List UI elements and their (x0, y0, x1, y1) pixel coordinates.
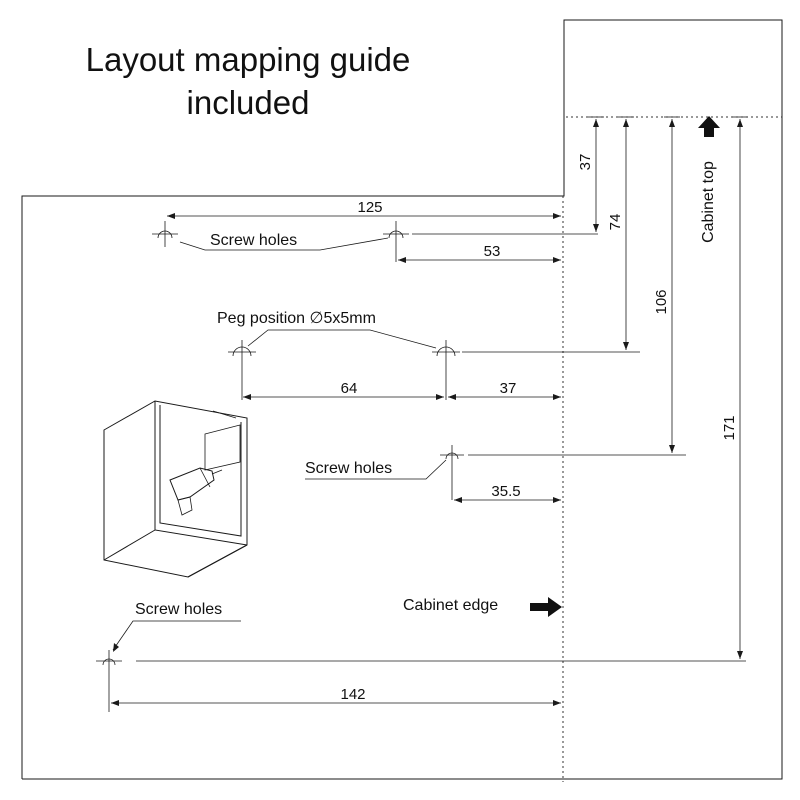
dimension-74: 74 (607, 119, 629, 350)
dimension-37-vertical-label: 37 (577, 154, 594, 171)
title-line-2: included (187, 84, 310, 121)
dimension-125: 125 (167, 199, 561, 219)
dimension-64-label: 64 (341, 380, 358, 397)
dimension-106: 106 (653, 119, 675, 453)
dimension-142-label: 142 (340, 686, 365, 703)
cabinet-top-label: Cabinet top (700, 161, 717, 243)
peg-hole-right (432, 340, 460, 400)
dimension-37-vertical: 37 (577, 119, 599, 232)
cabinet-edge-callout: Cabinet edge (403, 597, 562, 617)
template-sheet-outline (21, 19, 783, 780)
peg-position-callout: Peg position ∅5x5mm (217, 310, 437, 349)
dimension-53: 53 (398, 243, 561, 263)
screw-hole-middle (440, 445, 464, 500)
screw-hole-top-right (383, 221, 409, 262)
screw-hole-bottom (96, 650, 122, 712)
cabinet-drill-illustration (103, 400, 248, 578)
dimension-171-label: 171 (721, 415, 738, 440)
peg-hole-left (228, 340, 256, 400)
screw-holes-bottom-label: Screw holes (135, 601, 222, 618)
cabinet-edge-label: Cabinet edge (403, 597, 498, 614)
dimension-64: 64 (243, 380, 444, 400)
screw-holes-top-callout: Screw holes (179, 232, 389, 251)
title-line-1: Layout mapping guide (86, 41, 411, 78)
screw-hole-top-left (152, 221, 178, 247)
screw-holes-top-label: Screw holes (210, 232, 297, 249)
screw-holes-middle-label: Screw holes (305, 460, 392, 477)
screw-holes-middle-callout: Screw holes (305, 459, 447, 480)
dimension-125-label: 125 (357, 199, 382, 216)
arrow-right-icon (530, 597, 562, 617)
dimension-37-horizontal: 37 (448, 380, 561, 400)
cabinet-top-callout: Cabinet top (698, 116, 720, 243)
dimension-171: 171 (721, 119, 743, 659)
screw-holes-bottom-callout: Screw holes (112, 601, 241, 652)
dimension-142: 142 (111, 686, 561, 706)
arrow-up-icon (698, 116, 720, 137)
dimension-35-5: 35.5 (454, 483, 561, 503)
dimension-106-label: 106 (653, 289, 670, 314)
dimension-37-horizontal-label: 37 (500, 380, 517, 397)
dimension-74-label: 74 (607, 214, 624, 231)
dimension-53-label: 53 (484, 243, 501, 260)
peg-position-label: Peg position ∅5x5mm (217, 310, 376, 327)
dimension-35-5-label: 35.5 (491, 483, 520, 500)
